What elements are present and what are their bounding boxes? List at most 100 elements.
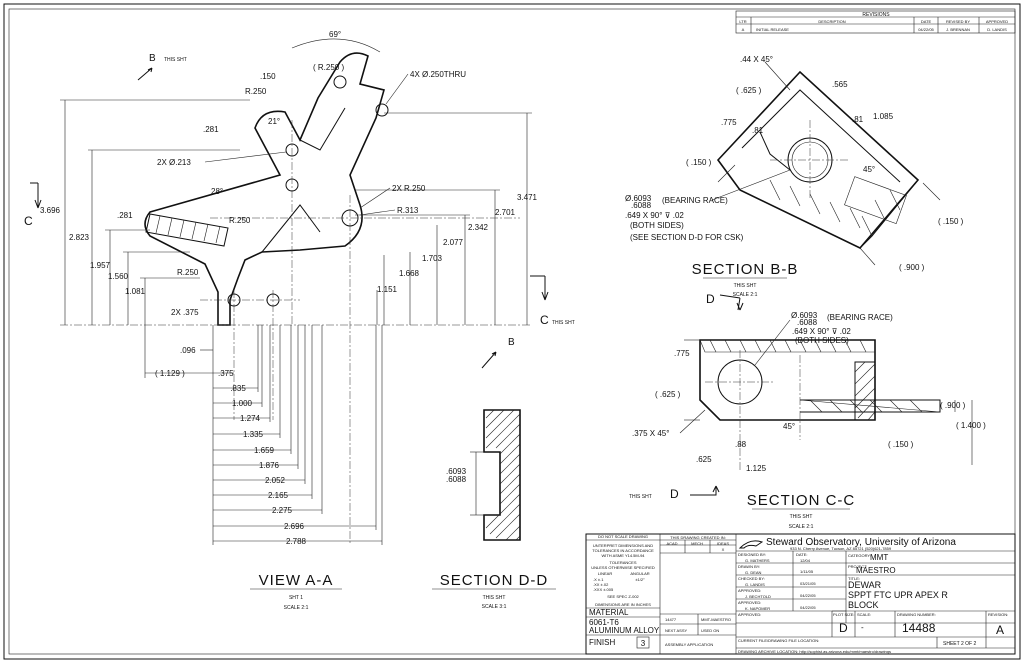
section-dd-title: SECTION D-D: [440, 572, 549, 589]
tb-title-line-3: BLOCK: [848, 600, 879, 610]
dim-.835: .835: [230, 384, 246, 393]
hole-circle: [375, 103, 389, 117]
dim-3.696: 3.696: [40, 206, 61, 215]
tb-checked-by: G. LANDIS: [745, 582, 765, 587]
tb-approved2-label: APPROVED:: [738, 600, 761, 605]
dim-1.560: 1.560: [108, 272, 129, 281]
tb-material2: ALUMINUM ALLOY: [589, 626, 660, 635]
cc-1400: ( 1.400 ): [956, 421, 986, 430]
bb-note-csk: .649 X 90° ⊽ .02: [625, 211, 684, 220]
tb-surface: SEE SPEC Z-002: [607, 594, 639, 599]
section-cc-title: SECTION C-C: [747, 492, 856, 509]
section-arrow-d-bottom: [690, 485, 720, 496]
section-arrow-b: [137, 67, 153, 81]
rev-header-desc: DESCRIPTION: [818, 19, 845, 24]
dim-2.052: 2.052: [265, 476, 286, 485]
callout-r313: R.313: [397, 206, 419, 215]
callout-096: .096: [180, 346, 196, 355]
callout-2x-375: 2X .375: [171, 308, 199, 317]
section-dd-sheet: THIS SHT: [483, 595, 506, 601]
tb-size: D: [839, 621, 848, 635]
tb-next-assy: NEXT ASSY: [665, 628, 687, 633]
tb-size-label: PLOT SIZE:: [833, 612, 855, 617]
section-cc-scale: SCALE 2:1: [789, 524, 814, 530]
cc-625: ( .625 ): [655, 390, 681, 399]
callout-r250-low: R.250: [177, 268, 199, 277]
dim-1.274: 1.274: [240, 414, 261, 423]
tb-dims-inches: DIMENSIONS ARE IN INCHES: [595, 602, 651, 607]
dim-3.471: 3.471: [517, 193, 538, 202]
bb-45: 45°: [863, 165, 875, 174]
rev-row-approved: D. LANDIS: [987, 27, 1007, 32]
bb-900: ( .900 ): [899, 263, 925, 272]
tb-cad-check: X: [722, 547, 725, 552]
callout-c-right-letter: C: [540, 313, 549, 327]
horizontal-dimension-lines: [144, 325, 383, 545]
vertical-dimension-lines: [60, 99, 532, 325]
tb-project: MAESTRO: [856, 566, 896, 575]
callout-281-top: .281: [203, 125, 219, 134]
section-bb-hatch: [769, 179, 901, 237]
bb-note-dia-lower: .6088: [631, 201, 652, 210]
tb-created-in: THIS DRAWING CREATED IN:: [670, 535, 726, 540]
view-aa-title: VIEW A-A: [259, 572, 334, 589]
callout-2x-holes: 2X Ø.213: [157, 158, 191, 167]
view-aa: 3.696 2.823 1.957 1.560 1.081 3.471 2.70…: [24, 30, 575, 611]
cc-note-bearing: (BEARING RACE): [827, 313, 893, 322]
bb-150-left: ( .150 ): [686, 158, 712, 167]
section-cc-sheet: THIS SHT: [790, 514, 813, 520]
tb-category-label: CATEGORY:: [848, 553, 871, 558]
tb-sheet: SHEET 2 OF 2: [943, 641, 976, 647]
tb-scale: -: [861, 623, 864, 632]
cc-chamfer: .375 X 45°: [632, 429, 669, 438]
tb-tol-angular: ±1/2°: [635, 577, 645, 582]
cc-note-dia-upper: Ø.6093: [791, 311, 818, 320]
callout-b-lower-letter: B: [508, 337, 515, 348]
tb-tol-1: .X ±.1: [593, 577, 604, 582]
tb-tol-text-1: UNTERPRET DIMENSIONS AND: [593, 543, 653, 548]
bb-chamfer: .44 X 45°: [740, 55, 773, 64]
tb-date-label: DATE:: [796, 552, 807, 557]
tb-org-address: 933 N. Cherry Avenue, Tucson, AZ 85721 (…: [790, 546, 892, 551]
revisions-table: REVISIONS LTR DESCRIPTION DATE REVISED B…: [735, 10, 1016, 34]
dim-1.151: 1.151: [377, 285, 398, 294]
callout-c-this-sht: THIS SHT: [552, 320, 575, 326]
section-dd-dim-a: .6093: [446, 467, 467, 476]
tb-revision: A: [996, 623, 1004, 637]
tb-title-label: TITLE:: [848, 576, 860, 581]
tb-project-label: PROJECT:: [848, 564, 867, 569]
tb-angular: ANGULAR: [630, 571, 649, 576]
tb-unless: UNLESS OTHERWISE SPECIFIED: [591, 565, 655, 570]
tb-cad-ideas: IDEAS: [717, 541, 729, 546]
cc-d-bottom-label: THIS SHT: [629, 494, 652, 500]
bb-150-right: ( .150 ): [938, 217, 964, 226]
dim-1.000: 1.000: [232, 399, 253, 408]
cc-d-letter: D: [706, 292, 715, 306]
rev-header-date: DATE: [921, 19, 932, 24]
tb-file-location-label: CURRENT FILE/DRAWING FILE LOCATION:: [738, 638, 819, 643]
tb-category: MMT: [870, 553, 888, 562]
section-cc-hatch-right: [854, 361, 876, 421]
bb-625: ( .625 ): [736, 86, 762, 95]
section-bb-outline: [716, 70, 920, 249]
callout-28: 28°: [211, 187, 223, 196]
view-aa-part-outline: [144, 52, 385, 326]
callout-21: 21°: [268, 117, 280, 126]
tb-approved1: J. BECHTOLD: [745, 594, 771, 599]
tb-do-not-scale: DO NOT SCALE DRAWING: [598, 534, 648, 539]
tb-tol-text-3: WITH ASME Y14.5M-94: [601, 553, 645, 558]
tb-revision-label: REVISION:: [988, 612, 1008, 617]
view-aa-scale: SCALE 2:1: [284, 605, 309, 611]
section-arrow-b-lower: [481, 351, 497, 369]
section-bb: .44 X 45° ( .625 ) .565 .775 .81 .81 1.0…: [625, 55, 964, 298]
bb-note-see: (SEE SECTION D-D FOR CSK): [630, 233, 744, 242]
cc-note-both: (BOTH SIDES): [795, 336, 849, 345]
bb-81a: .81: [752, 126, 764, 135]
cc-150: ( .150 ): [888, 440, 914, 449]
section-bb-scale: SCALE 2:1: [733, 292, 758, 298]
tb-tol-3: .XXX ±.005: [593, 587, 614, 592]
section-bb-title: SECTION B-B: [692, 261, 799, 278]
callout-4x-holes: 4X Ø.250THRU: [410, 70, 466, 79]
dim-1.081: 1.081: [125, 287, 146, 296]
